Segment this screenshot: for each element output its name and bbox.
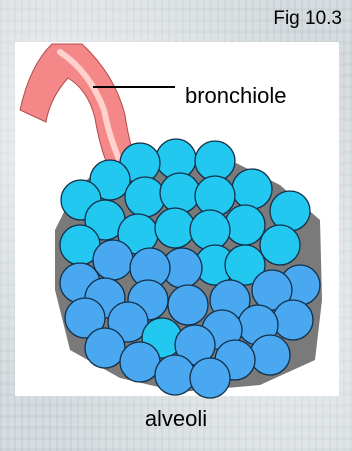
alveolus bbox=[225, 205, 265, 245]
alveoli-label: alveoli bbox=[0, 406, 352, 432]
alveolus bbox=[250, 335, 290, 375]
alveolus bbox=[125, 177, 165, 217]
alveolus bbox=[120, 342, 160, 382]
alveolus bbox=[155, 208, 195, 248]
alveolus bbox=[232, 169, 272, 209]
alveolus bbox=[168, 285, 208, 325]
alveolus bbox=[273, 300, 313, 340]
alveolus bbox=[195, 141, 235, 181]
alveolus bbox=[190, 358, 230, 398]
alveolus bbox=[93, 240, 133, 280]
bronchiole-label: bronchiole bbox=[185, 83, 287, 109]
alveolus bbox=[160, 173, 200, 213]
alveolus bbox=[155, 355, 195, 395]
alveolus bbox=[190, 210, 230, 250]
alveolus bbox=[85, 328, 125, 368]
alveolus bbox=[260, 225, 300, 265]
